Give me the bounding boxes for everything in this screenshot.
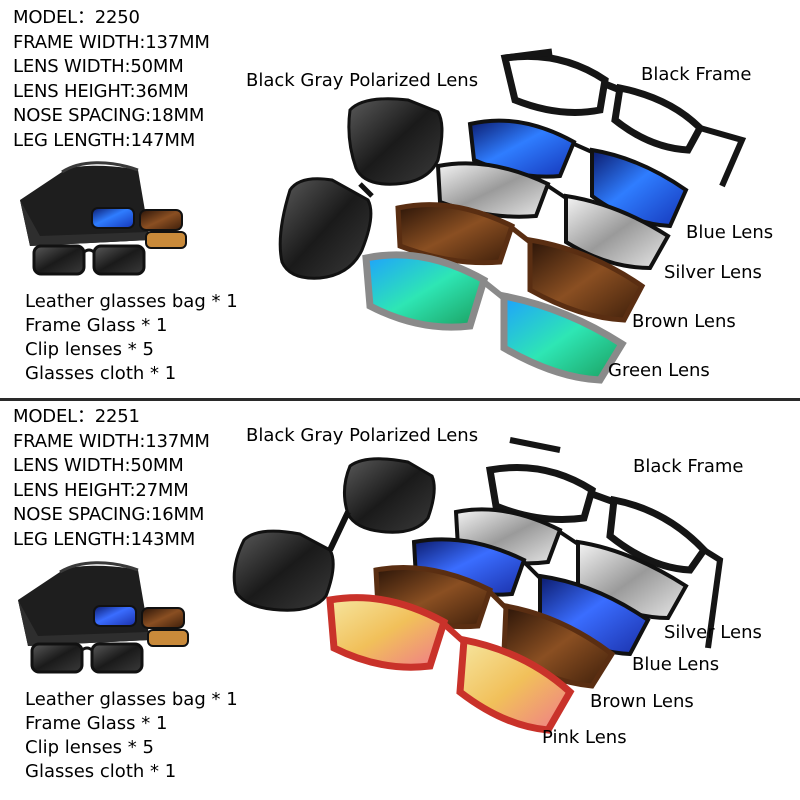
green-lens-clip-icon <box>362 251 627 384</box>
spec-lens-width: LENS WIDTH:50MM <box>13 56 184 77</box>
product-panel-2250: MODEL：2250 FRAME WIDTH:137MM LENS WIDTH:… <box>13 6 774 386</box>
spec-leg-length: LEG LENGTH:147MM <box>13 129 196 151</box>
label-black-frame: Black Frame <box>641 64 752 85</box>
label-blue-lens: Blue Lens <box>686 222 774 243</box>
content-frame-glass: Frame Glass * 1 <box>25 315 168 336</box>
package-contents-list: Leather glasses bag * 1 Frame Glass * 1 … <box>25 290 238 386</box>
black-frame-icon <box>500 48 747 188</box>
content-leather-bag: Leather glasses bag * 1 <box>25 291 238 312</box>
spec-model: MODEL：2250 <box>13 7 140 28</box>
content-glasses-cloth: Glasses cloth * 1 <box>25 761 177 782</box>
mini-clip-stack-icon <box>91 207 187 249</box>
glasses-set-illustration <box>18 437 724 734</box>
spec-model: MODEL：2251 <box>13 406 140 427</box>
spec-leg-length: LEG LENGTH:143MM <box>13 528 196 550</box>
label-pink-lens: Pink Lens <box>542 727 627 748</box>
black-gray-polarized-clip-icon <box>278 97 444 280</box>
product-panel-2251: MODEL：2251 FRAME WIDTH:137MM LENS WIDTH:… <box>0 400 800 800</box>
spec-list: MODEL：2251 FRAME WIDTH:137MM LENS WIDTH:… <box>13 405 210 552</box>
mini-clip-stack-icon <box>93 605 189 647</box>
blue-lens-clip-icon <box>467 118 689 229</box>
label-brown-lens: Brown Lens <box>590 691 694 712</box>
label-blue-lens: Blue Lens <box>632 654 720 675</box>
label-polarized-lens: Black Gray Polarized Lens <box>246 70 479 91</box>
content-glasses-cloth: Glasses cloth * 1 <box>25 363 177 384</box>
content-clip-lenses: Clip lenses * 5 <box>25 339 154 360</box>
leather-bag-icon <box>18 561 150 646</box>
spec-lens-width: LENS WIDTH:50MM <box>13 455 184 476</box>
pink-lens-clip-icon <box>326 594 575 734</box>
spec-nose-spacing: NOSE SPACING:16MM <box>13 504 205 525</box>
black-gray-polarized-clip-icon <box>232 457 436 612</box>
label-brown-lens: Brown Lens <box>632 311 736 332</box>
spec-frame-width: FRAME WIDTH:137MM <box>13 31 210 53</box>
label-polarized-lens: Black Gray Polarized Lens <box>246 425 479 446</box>
panel-divider <box>0 398 800 401</box>
content-leather-bag: Leather glasses bag * 1 <box>25 689 238 710</box>
label-silver-lens: Silver Lens <box>664 262 762 283</box>
content-frame-glass: Frame Glass * 1 <box>25 713 168 734</box>
label-black-frame: Black Frame <box>633 456 744 477</box>
content-clip-lenses: Clip lenses * 5 <box>25 737 154 758</box>
label-silver-lens: Silver Lens <box>664 622 762 643</box>
spec-lens-height: LENS HEIGHT:27MM <box>13 479 189 501</box>
spec-frame-width: FRAME WIDTH:137MM <box>13 430 210 452</box>
leather-bag-icon <box>20 161 150 246</box>
package-contents-list: Leather glasses bag * 1 Frame Glass * 1 … <box>25 688 238 784</box>
glasses-set-illustration <box>20 48 747 384</box>
mini-glasses-icon <box>30 642 144 674</box>
label-green-lens: Green Lens <box>608 360 710 381</box>
spec-nose-spacing: NOSE SPACING:18MM <box>13 105 205 126</box>
mini-glasses-icon <box>32 244 146 276</box>
spec-lens-height: LENS HEIGHT:36MM <box>13 80 189 102</box>
spec-list: MODEL：2250 FRAME WIDTH:137MM LENS WIDTH:… <box>13 6 210 153</box>
